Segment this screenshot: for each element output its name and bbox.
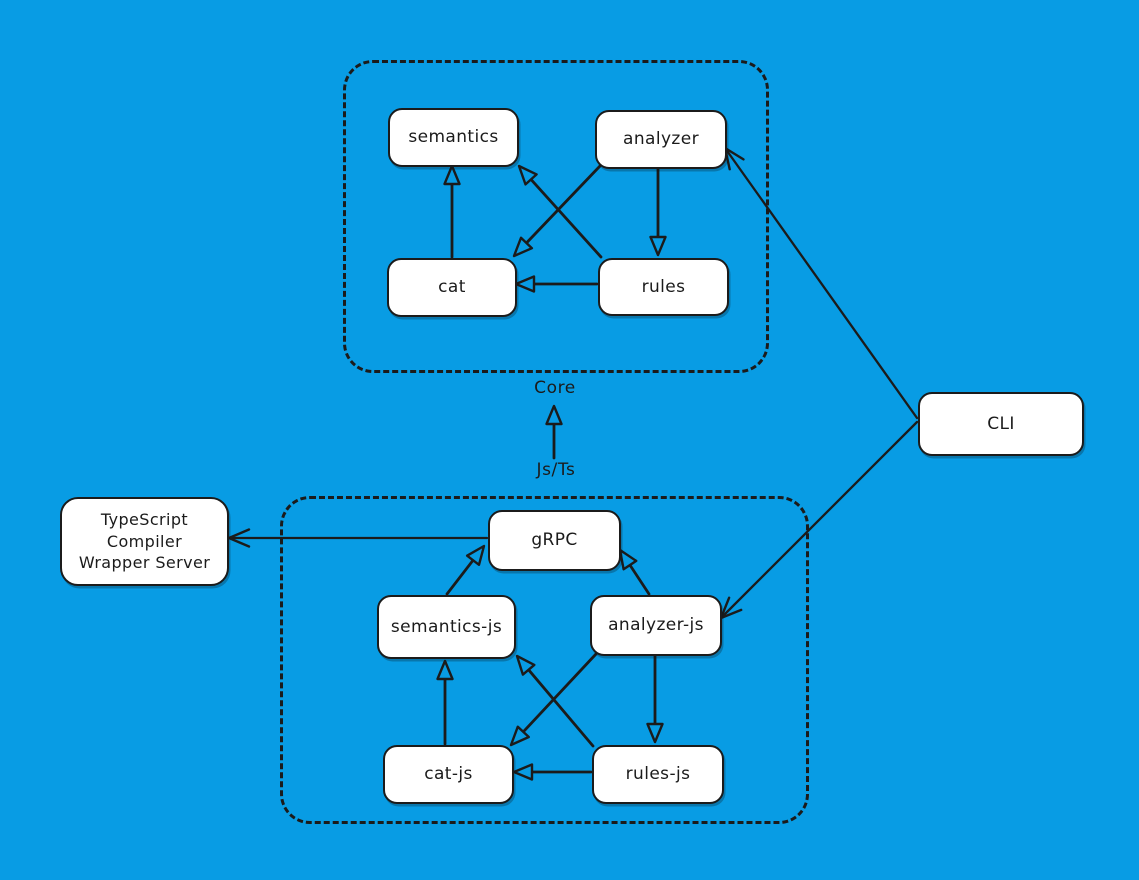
edge-rules-js-to-cat-js [512, 763, 593, 781]
node-semantics-js: semantics-js [377, 595, 516, 659]
edge-semantics-js-to-grpc [445, 544, 486, 596]
node-cli: CLI [918, 392, 1084, 456]
edge-line [525, 164, 602, 245]
node-analyzer: analyzer [595, 110, 727, 169]
node-analyzer-js: analyzer-js [590, 595, 722, 656]
edge-rules-js-to-semantics-js [515, 654, 595, 748]
group-core [343, 60, 769, 373]
arrowhead-triangle [512, 236, 534, 258]
edge-analyzer-to-cat [512, 164, 602, 258]
node-semantics: semantics [388, 108, 519, 167]
arrowhead-triangle [509, 725, 530, 747]
arrowhead-triangle [436, 659, 454, 681]
group-label-core: Core [534, 378, 576, 398]
node-rules: rules [598, 258, 729, 316]
arrowhead-triangle [514, 275, 536, 293]
node-cat-js: cat-js [383, 745, 514, 804]
group-label-jsts: Js/Ts [536, 460, 576, 480]
edge-cli-to-analyzer [723, 146, 919, 420]
arrowhead-triangle [646, 722, 664, 744]
edge-line [521, 652, 598, 734]
edge-analyzer-js-to-rules-js [646, 651, 664, 744]
group-jsts [280, 496, 809, 824]
arrowhead-triangle [515, 654, 536, 676]
arrowhead-vee [227, 528, 251, 548]
edge-line [723, 146, 919, 420]
edge-grpc-to-tsc [227, 528, 489, 548]
edge-rules-to-semantics [517, 164, 603, 259]
edge-analyzer-js-to-cat-js [509, 652, 598, 747]
arrowhead-triangle [465, 544, 486, 566]
arrowhead-triangle [545, 404, 563, 426]
edge-analyzer-to-rules [649, 164, 667, 257]
node-grpc: gRPC [488, 510, 621, 571]
edge-analyzer-js-to-grpc [618, 548, 651, 596]
edge-line [529, 178, 603, 259]
node-cat: cat [387, 258, 517, 317]
arrowhead-triangle [443, 164, 461, 186]
edge-cli-to-analyzer-js [719, 420, 919, 620]
edge-cat-js-to-semantics-js [436, 659, 454, 746]
edge-line [527, 668, 595, 748]
edge-line [719, 420, 919, 620]
arrowhead-triangle [618, 548, 638, 571]
arrowhead-triangle [517, 164, 538, 186]
edge-line [445, 558, 475, 596]
node-rules-js: rules-js [592, 745, 724, 804]
arrowhead-triangle [512, 763, 534, 781]
edge-line [628, 563, 651, 596]
edge-jsts-label-to-core-label [545, 404, 563, 460]
arrowhead-triangle [649, 235, 667, 257]
edge-cat-to-semantics [443, 164, 461, 259]
node-tsc: TypeScript Compiler Wrapper Server [60, 497, 229, 586]
edge-rules-to-cat [514, 275, 599, 293]
